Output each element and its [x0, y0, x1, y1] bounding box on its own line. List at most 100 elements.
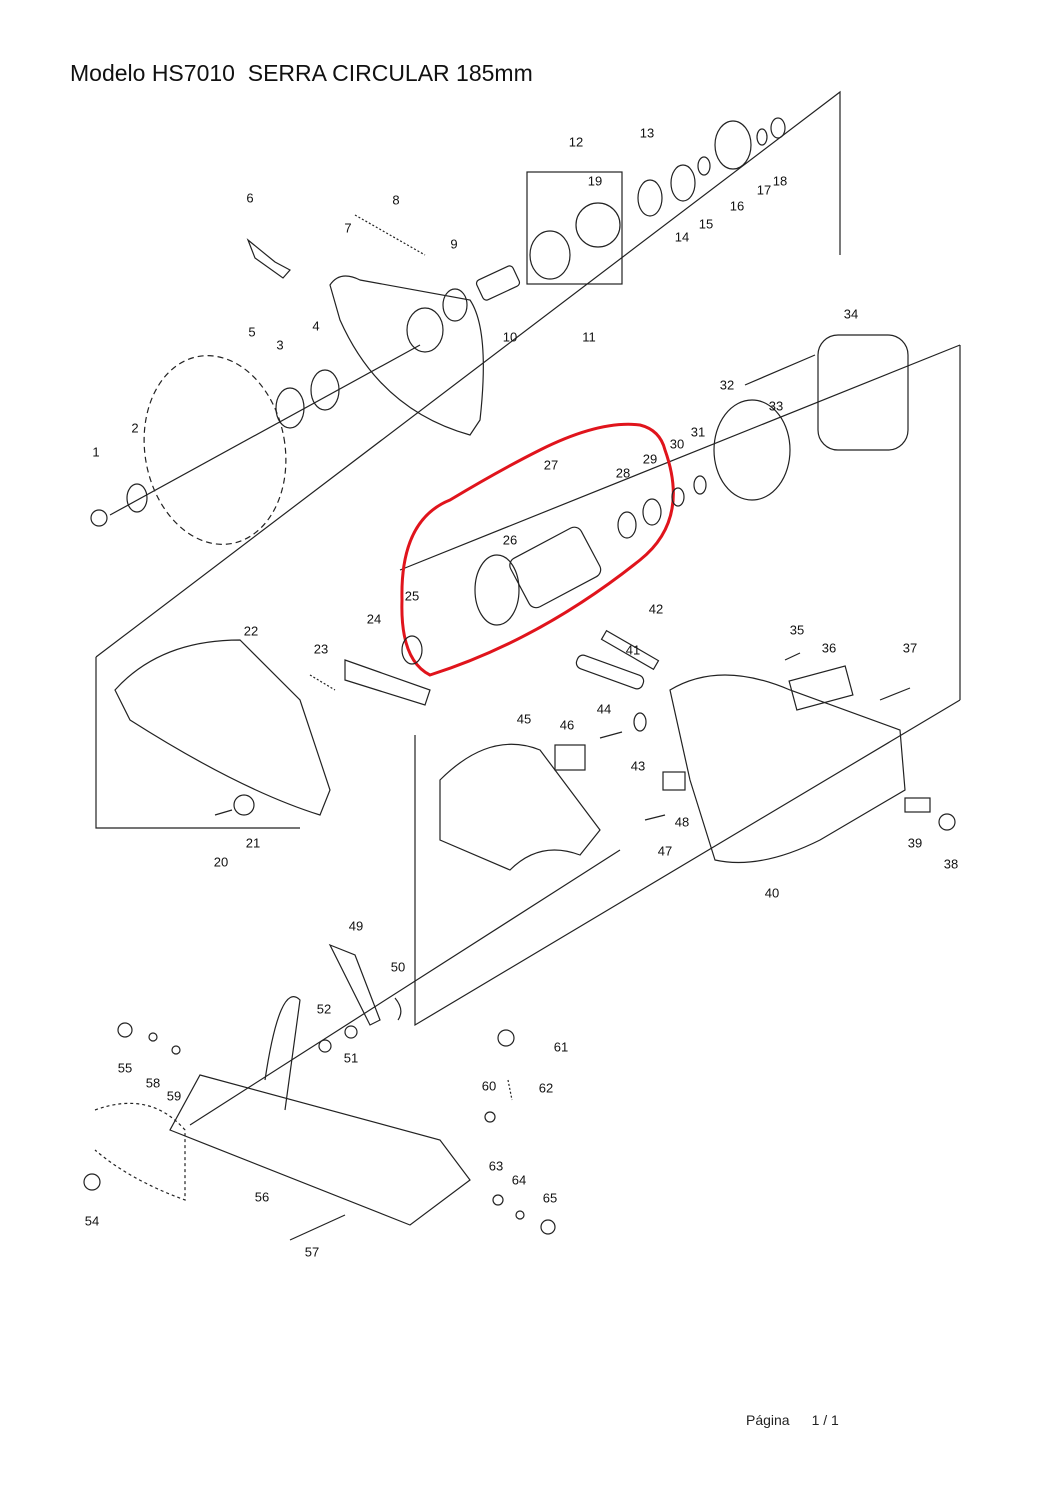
frame-lower [414, 699, 961, 1027]
part-number-13: 13 [639, 125, 655, 141]
part-number-26: 26 [502, 532, 518, 548]
frame-upper [95, 657, 300, 829]
part-number-36: 36 [821, 640, 837, 656]
part-bearing-25 [401, 635, 423, 665]
part-number-25: 25 [404, 588, 420, 604]
part-ring-9 [442, 288, 468, 322]
part-wing-bolt-61 [497, 1029, 515, 1047]
part-motor-housing-40 [669, 674, 906, 864]
part-bolt-1 [90, 509, 108, 527]
part-switch-46 [554, 744, 586, 771]
part-number-30: 30 [669, 436, 685, 452]
part-spindle-10 [475, 265, 521, 301]
part-number-9: 9 [450, 236, 458, 252]
part-screw-44 [599, 731, 623, 739]
part-number-18: 18 [772, 173, 788, 189]
part-number-12: 12 [568, 134, 584, 150]
part-number-57: 57 [304, 1244, 320, 1260]
frame-top [95, 90, 841, 658]
part-wrench-24 [344, 659, 431, 706]
part-number-58: 58 [145, 1075, 161, 1091]
part-number-51: 51 [343, 1050, 359, 1066]
model-number: Modelo HS7010 [70, 60, 235, 86]
part-number-2: 2 [131, 420, 139, 436]
part-number-10: 10 [502, 329, 518, 345]
part-number-31: 31 [690, 424, 706, 440]
part-number-56: 56 [254, 1189, 270, 1205]
highlight-armature-group [400, 422, 675, 677]
part-number-22: 22 [243, 623, 259, 639]
part-cap-38 [938, 813, 956, 831]
part-number-44: 44 [596, 701, 612, 717]
part-number-28: 28 [615, 465, 631, 481]
part-group-12-frame [526, 171, 623, 285]
part-number-34: 34 [843, 306, 859, 322]
part-number-48: 48 [674, 814, 690, 830]
part-number-54: 54 [84, 1213, 100, 1229]
product-title: SERRA CIRCULAR 185mm [247, 60, 533, 86]
part-number-65: 65 [542, 1190, 558, 1206]
part-number-46: 46 [559, 717, 575, 733]
part-screw-33 [744, 354, 816, 386]
part-number-60: 60 [481, 1078, 497, 1094]
saw-blade [143, 355, 287, 545]
part-number-32: 32 [719, 377, 735, 393]
part-ring-50 [394, 997, 402, 1021]
part-number-6: 6 [246, 190, 254, 206]
part-number-24: 24 [366, 611, 382, 627]
part-number-23: 23 [313, 641, 329, 657]
part-clip-43 [633, 712, 647, 732]
part-number-15: 15 [698, 216, 714, 232]
part-oring-19 [575, 202, 621, 248]
part-terminal-47 [644, 814, 666, 821]
part-screw-35 [784, 652, 801, 661]
part-number-39: 39 [907, 835, 923, 851]
part-gear-14 [670, 164, 696, 202]
part-washer-59 [171, 1045, 181, 1055]
page-label: Página [746, 1412, 790, 1428]
part-bearing-13 [637, 179, 663, 217]
part-number-59: 59 [166, 1088, 182, 1104]
part-pin-41 [575, 654, 645, 690]
part-bearing-29 [642, 498, 662, 526]
part-washer-2 [126, 483, 148, 513]
part-label-36 [788, 665, 854, 711]
part-number-45: 45 [516, 711, 532, 727]
part-number-62: 62 [538, 1080, 554, 1096]
part-ring-4 [310, 369, 340, 411]
part-spring-62 [507, 1079, 513, 1101]
part-number-27: 27 [543, 457, 559, 473]
part-number-42: 42 [648, 601, 664, 617]
frame-divider [399, 344, 961, 571]
page-number: 1 / 1 [811, 1412, 839, 1428]
part-screw-37 [879, 687, 911, 701]
part-number-4: 4 [312, 318, 320, 334]
part-number-37: 37 [902, 640, 918, 656]
part-number-55: 55 [117, 1060, 133, 1076]
part-ring-17 [756, 128, 768, 146]
frame-base-line [189, 849, 621, 1126]
part-number-1: 1 [92, 444, 100, 460]
part-number-61: 61 [553, 1039, 569, 1055]
part-washer-15 [697, 156, 711, 176]
part-spring-8 [354, 214, 426, 256]
part-number-29: 29 [642, 451, 658, 467]
part-washer-30 [671, 487, 685, 507]
part-pin-57 [289, 1214, 346, 1241]
part-number-8: 8 [392, 192, 400, 208]
part-number-14: 14 [674, 229, 690, 245]
part-base-support [264, 996, 301, 1111]
part-baffle-32 [713, 399, 791, 501]
part-insulation-28 [617, 511, 637, 539]
part-number-63: 63 [488, 1158, 504, 1174]
part-washer-52 [318, 1039, 332, 1053]
part-fan-26 [474, 554, 520, 626]
part-lever-49 [328, 943, 381, 1026]
part-number-3: 3 [276, 337, 284, 353]
part-blade-case-22 [114, 639, 331, 816]
part-number-47: 47 [657, 843, 673, 859]
part-number-19: 19 [587, 173, 603, 189]
part-washer-63 [492, 1194, 504, 1206]
part-number-16: 16 [729, 198, 745, 214]
